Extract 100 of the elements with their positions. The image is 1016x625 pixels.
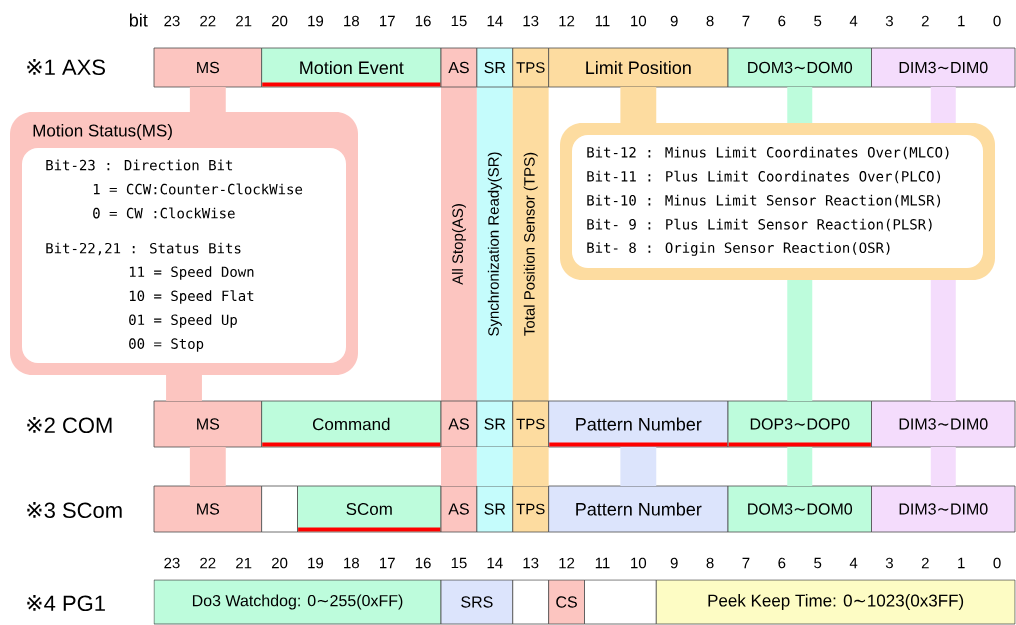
bit-number: 9 (670, 15, 678, 27)
bit-number: 21 (236, 15, 252, 27)
connector-band (787, 280, 813, 401)
description-line: Bit-11 : Plus Limit Coordinates Over(PLCO) (587, 170, 941, 184)
connector-band (166, 375, 202, 401)
register-field (512, 579, 550, 625)
bit-number: 7 (742, 557, 750, 569)
bit-number: 10 (631, 557, 647, 569)
register-field (584, 579, 657, 625)
description-line: 10 = Speed Flat (129, 290, 254, 304)
register-field: TPS (512, 400, 550, 448)
row-label: ※3 SCom (27, 501, 122, 519)
description-line: Bit-23 : Direction Bit (46, 159, 233, 171)
bit-number: 13 (523, 557, 539, 569)
node-label: All Stop(AS) (451, 204, 466, 285)
register-field: AS (440, 400, 478, 448)
register-field: DIM3∼DIM0 (871, 485, 1016, 533)
bit-number: 12 (559, 15, 575, 27)
connector-band (512, 447, 549, 486)
bit-number: 17 (380, 15, 395, 27)
bit-number: 19 (308, 15, 324, 27)
bit-number: 15 (451, 15, 467, 27)
bit-number: 11 (595, 15, 610, 27)
connector-band (787, 447, 813, 486)
row-label: ※4 PG1 (27, 594, 105, 612)
row-label: ※2 COM (27, 416, 112, 434)
bit-number: 23 (164, 557, 180, 569)
bit-number: 16 (415, 15, 431, 27)
connector-band (441, 447, 477, 486)
register-field (261, 485, 298, 533)
description-line: 00 = Stop (129, 338, 204, 352)
bit-number: 6 (778, 557, 786, 569)
bit-number: 20 (272, 557, 288, 569)
register-field: SR (476, 47, 514, 88)
register-field: Peek Keep Time: 0∼1023(0x3FF) (655, 579, 1016, 625)
description-line: Bit-22,21 : Status Bits (46, 242, 241, 256)
bit-number: 0 (993, 557, 1001, 569)
connector-band (476, 447, 513, 486)
register-field: SR (476, 485, 514, 533)
bit-number: 3 (885, 15, 893, 27)
connector-band (930, 280, 956, 401)
register-field: MS (153, 47, 263, 88)
bit-number: 8 (706, 15, 714, 27)
description-line: 1 = CCW:Counter-ClockWise (93, 183, 303, 195)
bit-number: 2 (921, 557, 929, 569)
connector-band (930, 87, 956, 123)
register-field: DOP3∼DOP0 (727, 400, 872, 448)
register-field: Command (261, 400, 442, 448)
register-field: DIM3∼DIM0 (871, 400, 1016, 448)
row-label: ※1 AXS (27, 58, 105, 76)
connector-band (930, 447, 956, 486)
connector-band (620, 87, 657, 123)
description-line: 01 = Speed Up (129, 314, 237, 328)
register-field: CS (548, 579, 585, 625)
register-field: SCom (297, 485, 442, 533)
register-field: Pattern Number (548, 400, 729, 448)
register-field: AS (440, 47, 478, 88)
bit-number: 14 (487, 557, 503, 569)
register-field: SR (476, 400, 514, 448)
register-field: TPS (512, 485, 550, 533)
bit-number: 11 (595, 557, 610, 569)
description-line: Bit-12 : Minus Limit Coordinates Over(MLCO) (587, 146, 949, 160)
connector-band (787, 87, 813, 123)
bit-number: 19 (308, 557, 324, 569)
register-field: DIM3∼DIM0 (871, 47, 1016, 88)
bit-number: 18 (344, 15, 359, 27)
register-field: DOM3∼DOM0 (727, 47, 872, 88)
bit-number: 21 (236, 557, 252, 569)
bit-number: 4 (849, 557, 858, 569)
bit-number: 5 (814, 557, 822, 569)
description-line: Bit-10 : Minus Limit Sensor Reaction(MLSR) (587, 194, 941, 208)
bit-number: 3 (885, 557, 893, 569)
register-field: TPS (512, 47, 550, 88)
bit-number: 6 (778, 15, 786, 27)
register-field: AS (440, 485, 478, 533)
description-line: 0 = CW :ClockWise (93, 207, 235, 219)
description-line: Bit- 8 : Origin Sensor Reaction(OSR) (587, 242, 890, 256)
connector-band (620, 447, 657, 486)
register-field: DOM3∼DOM0 (727, 485, 872, 533)
bit-number: 2 (921, 15, 929, 27)
bit-number: 8 (706, 557, 714, 569)
bit-number: 18 (344, 557, 359, 569)
node-label: Synchronization Ready(SR) (487, 152, 502, 336)
description-line: Bit- 9 : Plus Limit Sensor Reaction(PLSR) (587, 218, 932, 232)
bit-number: 20 (272, 15, 288, 27)
register-field: MS (153, 400, 263, 448)
bit-number: 13 (523, 15, 539, 27)
bit-number: 9 (670, 557, 678, 569)
connector-band (189, 87, 226, 112)
bit-number: 5 (814, 15, 822, 27)
register-field: Pattern Number (548, 485, 729, 533)
axis-label: bit (129, 13, 148, 27)
register-field: Motion Event (261, 47, 442, 88)
box-heading: Motion Status(MS) (33, 124, 172, 140)
bit-number: 22 (200, 15, 216, 27)
register-field: MS (153, 485, 263, 533)
bit-number: 4 (849, 15, 858, 27)
bit-number: 10 (631, 15, 647, 27)
bit-number: 1 (958, 15, 965, 27)
bit-number: 7 (742, 15, 750, 27)
